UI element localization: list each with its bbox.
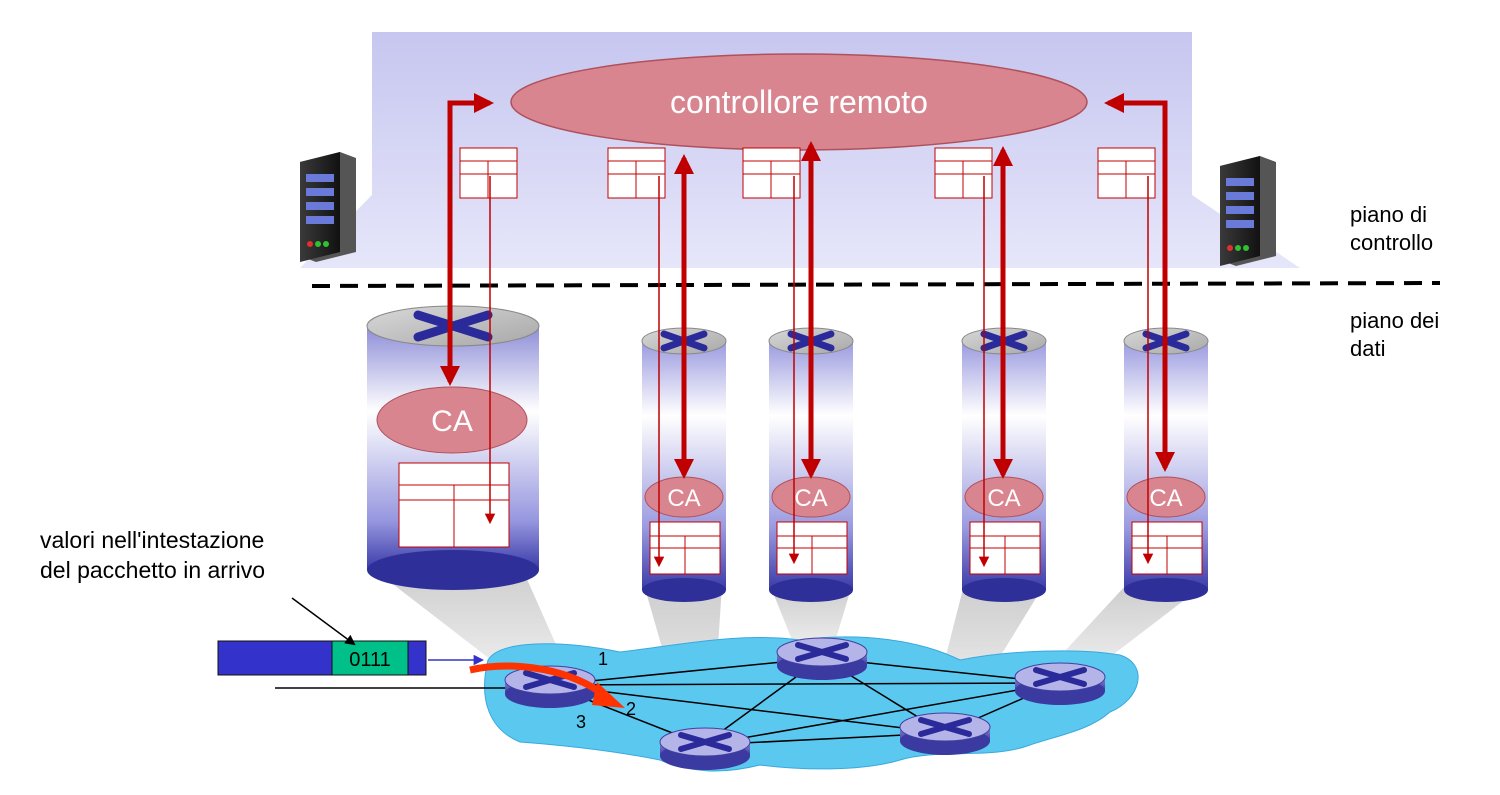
flow-table-icon [969, 521, 1041, 575]
controller-label: controllore remoto [670, 84, 928, 120]
control-agent-label: CA [1149, 485, 1182, 512]
incoming-packet: 0111 [217, 640, 485, 676]
table-install-arrows [484, 176, 1154, 568]
router-icon [776, 637, 868, 680]
control-arrows [440, 93, 1175, 479]
server-icon [1220, 156, 1276, 266]
flow-table-icon [649, 521, 721, 575]
control-link-right [1104, 93, 1175, 472]
data-plane-label-1: piano dei [1350, 308, 1439, 333]
router-icon [659, 727, 751, 770]
packet-header [331, 640, 409, 676]
router-icon [899, 712, 991, 755]
flow-table-icon [398, 462, 510, 548]
server-icon [300, 152, 356, 262]
forwarding-arrow [469, 662, 602, 695]
control-plane-label-1: piano di [1350, 202, 1427, 227]
control-agent-label: CA [987, 485, 1020, 512]
control-link-left [440, 93, 494, 386]
packet-caption-line1: valori nell'intestazione [40, 527, 264, 553]
caption-pointer [291, 597, 356, 646]
control-agent [1126, 476, 1206, 518]
router-icon [504, 665, 596, 708]
plane-separator [311, 281, 1441, 288]
flow-table-icon [1131, 521, 1203, 575]
control-agent-label: CA [794, 485, 827, 512]
control-agent-label: CA [667, 485, 700, 512]
data-plane-label-2: dati [1350, 336, 1385, 361]
packet-caption-line2: del pacchetto in arrivo [40, 557, 265, 583]
port-label-1: 1 [598, 649, 608, 669]
switch-detail-large: CA [366, 305, 540, 590]
router-icon [1014, 662, 1106, 705]
port-label-2: 2 [626, 699, 636, 719]
flow-table-icon [776, 521, 848, 575]
control-agent-label: CA [431, 405, 473, 438]
port-label-3: 3 [576, 712, 586, 732]
control-plane-label-2: controllo [1350, 230, 1433, 255]
packet-header-value: 0111 [349, 649, 391, 671]
